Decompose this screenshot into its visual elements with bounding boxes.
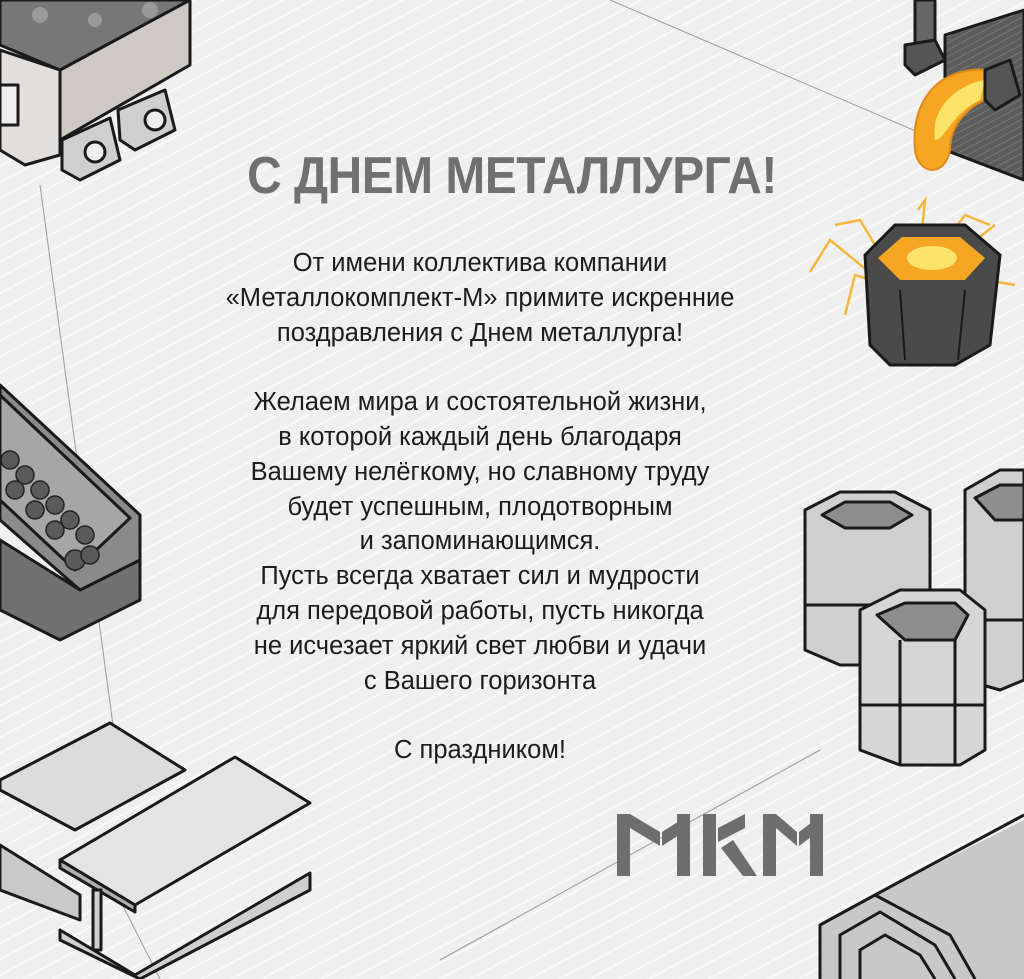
text-line: для передовой работы, пусть никогда bbox=[256, 596, 704, 625]
text-line: Пусть всегда хватает сил и мудрости bbox=[260, 562, 700, 591]
wishes-paragraph: Желаем мира и состоятельной жизни, в кот… bbox=[180, 385, 780, 698]
text-line: не исчезает яркий свет любви и удачи bbox=[253, 631, 707, 660]
conveyor-chute-icon bbox=[0, 383, 142, 642]
text-line: будет успешным, плодотворным bbox=[287, 492, 673, 521]
ladle-pouring-icon bbox=[903, 0, 1024, 182]
text-line: поздравления с Днем металлурга! bbox=[276, 318, 684, 347]
octagonal-pipes-icon bbox=[803, 468, 1024, 767]
text-line: От имени коллектива компании bbox=[292, 249, 668, 277]
mkm-logo: МКМ bbox=[615, 812, 825, 878]
paragraph-gap bbox=[180, 350, 780, 385]
greeting-message: От имени коллектива компании «Металлоком… bbox=[180, 246, 780, 768]
greeting-title: С ДНЕМ МЕТАЛЛУРГА! bbox=[247, 147, 777, 205]
text-line: Вашему нелёгкому, но славному труду bbox=[250, 457, 710, 486]
text-line: с Вашего горизонта bbox=[363, 666, 597, 695]
channel-profile-icon bbox=[818, 813, 1024, 979]
ore-cart-icon bbox=[0, 0, 192, 182]
text-line: и запоминающимся. bbox=[359, 527, 601, 556]
paragraph-gap bbox=[180, 698, 780, 733]
text-line: Желаем мира и состоятельной жизни, bbox=[253, 388, 707, 417]
text-line: С праздником! bbox=[394, 736, 566, 765]
closing-paragraph: С праздником! bbox=[180, 733, 780, 768]
text-line: в которой каждый день благодаря bbox=[278, 422, 682, 451]
intro-paragraph: От имени коллектива компании «Металлоком… bbox=[180, 246, 780, 350]
i-beams-icon bbox=[0, 721, 312, 979]
text-line: «Металлокомплект-М» примите искренние bbox=[225, 283, 735, 312]
crucible-icon bbox=[808, 195, 1016, 367]
